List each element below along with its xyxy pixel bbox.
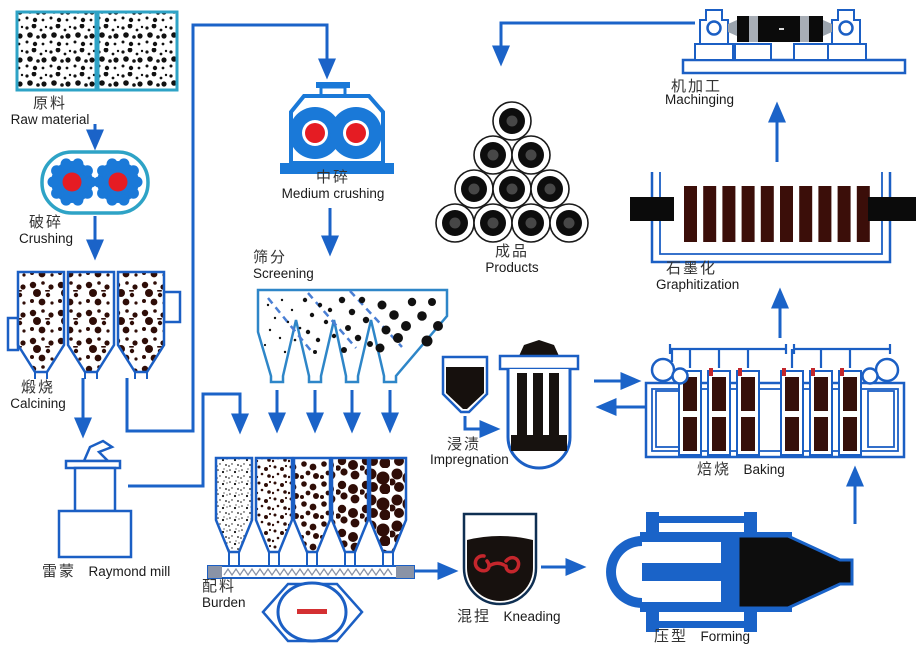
label-calcining-zh: 煅烧 — [20, 379, 55, 396]
raymond-mill — [57, 439, 133, 559]
product-pipe — [511, 135, 551, 175]
crusher-gear-left — [47, 158, 97, 206]
label-calcining-en: Calcining — [10, 396, 66, 412]
product-pipe — [492, 101, 532, 141]
baking-furnace — [644, 344, 906, 459]
label-medium-crushing: 中碎 Medium crushing — [277, 169, 389, 202]
raw-material-bins — [15, 10, 179, 92]
kneading-blades — [473, 554, 521, 574]
burden-mixer — [261, 581, 364, 643]
medium-crusher-roll-right — [330, 107, 382, 159]
label-forming: 压型 Forming — [654, 628, 750, 646]
label-burden: 配料 Burden — [202, 578, 246, 611]
product-pipe — [454, 169, 494, 209]
label-screening: 筛分 Screening — [253, 249, 314, 282]
medium-crusher-roll-left — [289, 107, 341, 159]
kneading-vessel — [462, 512, 538, 606]
medium-crusher — [280, 82, 394, 174]
label-forming-zh: 压型 — [654, 628, 689, 646]
product-pipe — [435, 203, 475, 243]
press-rod — [642, 563, 721, 581]
label-forming-en: Forming — [700, 629, 750, 644]
baking-end-wheels — [650, 357, 900, 385]
label-graphitization-en: Graphitization — [656, 277, 740, 292]
label-products-en: Products — [485, 260, 539, 276]
label-machining-zh: 机加工 — [671, 78, 723, 95]
label-machining-en: Machinging — [665, 92, 735, 107]
jaw-crusher — [40, 150, 150, 215]
press-piston — [721, 536, 738, 608]
label-baking-en: Baking — [743, 462, 785, 477]
line-calcining-to-medium-crushing — [125, 23, 336, 433]
arrow-funnel-to-vessel — [463, 416, 501, 438]
baking-columns — [678, 368, 862, 456]
label-impregnation-zh: 浸渍 — [447, 436, 482, 453]
forming-press — [606, 512, 854, 632]
screening-particles — [263, 296, 443, 354]
label-kneading-zh: 混捏 — [457, 608, 492, 626]
graphitization-terminal-left — [630, 197, 674, 221]
impregnation-vessel — [498, 340, 580, 470]
label-raw-material: 原料 Raw material — [2, 95, 98, 128]
label-impregnation-en: Impregnation — [430, 452, 509, 467]
label-raw-material-zh: 原料 — [32, 95, 67, 112]
label-baking: 焙烧 Baking — [697, 461, 785, 479]
screening-box — [256, 288, 449, 384]
products-stack — [435, 101, 589, 243]
extruded-electrode — [736, 534, 854, 610]
label-baking-zh: 焙烧 — [697, 461, 732, 479]
label-raymond-mill: 雷蒙 Raymond mill — [42, 563, 170, 581]
line-mill-to-burden — [128, 392, 249, 488]
graphitization-furnace — [630, 172, 916, 264]
product-pipe — [473, 135, 513, 175]
product-pipe — [473, 203, 513, 243]
label-crushing: 破碎 Crushing — [0, 214, 92, 247]
label-burden-en: Burden — [202, 595, 246, 611]
crusher-gear-right — [93, 158, 143, 206]
burden-hoppers — [214, 456, 408, 566]
baking-manifold — [668, 344, 892, 368]
product-pipe — [492, 169, 532, 209]
label-burden-zh: 配料 — [202, 578, 237, 595]
label-screening-en: Screening — [253, 266, 314, 282]
label-medium-crushing-zh: 中碎 — [315, 169, 350, 186]
product-pipe — [511, 203, 551, 243]
label-graphitization-zh: 石墨化 — [666, 260, 718, 277]
label-products: 成品 Products — [462, 243, 562, 276]
label-raymond-mill-en: Raymond mill — [88, 564, 171, 579]
label-medium-crushing-en: Medium crushing — [281, 186, 385, 202]
calcining-hoppers — [6, 270, 182, 379]
label-raymond-mill-zh: 雷蒙 — [42, 563, 77, 581]
impregnation-funnel — [441, 355, 489, 414]
label-calcining: 煅烧 Calcining — [0, 379, 76, 412]
product-pipe — [530, 169, 570, 209]
burden-conveyor — [207, 565, 415, 579]
label-products-zh: 成品 — [494, 243, 529, 260]
label-kneading: 混捏 Kneading — [457, 608, 561, 626]
impregnation-electrodes — [511, 373, 567, 451]
label-screening-zh: 筛分 — [253, 249, 288, 266]
mixer-minus-mark — [297, 609, 327, 614]
label-crushing-en: Crushing — [18, 231, 74, 247]
arrow-machining-to-products — [492, 21, 695, 67]
label-raw-material-en: Raw material — [10, 112, 90, 128]
product-pipe — [549, 203, 589, 243]
label-kneading-en: Kneading — [503, 609, 561, 624]
flow-arrows — [74, 21, 864, 580]
graphitization-terminal-right — [868, 197, 916, 221]
graphitization-electrode-bars — [684, 186, 870, 242]
machining-lathe — [681, 9, 907, 75]
label-crushing-zh: 破碎 — [28, 214, 63, 231]
